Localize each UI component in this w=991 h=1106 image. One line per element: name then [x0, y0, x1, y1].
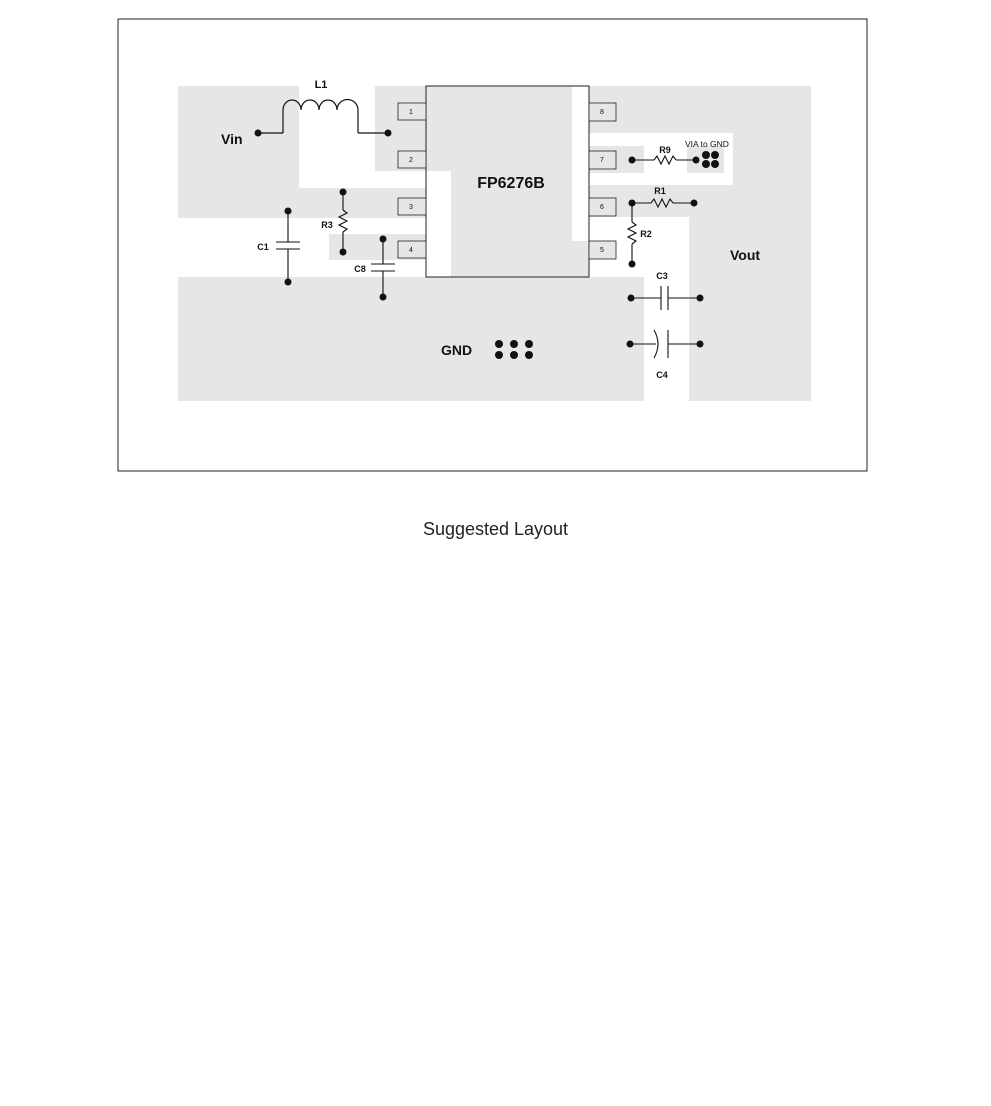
vin-label: Vin	[221, 131, 243, 147]
c3-terminal-left	[627, 294, 635, 302]
capacitor-c3	[631, 286, 700, 310]
pin-2	[397, 150, 427, 169]
ic-copper	[451, 86, 589, 277]
c8-terminal-top	[379, 235, 387, 243]
c4-terminal-right	[696, 340, 704, 348]
r1-label: R1	[654, 186, 666, 196]
pin-5	[588, 240, 617, 260]
pin-6-label: 6	[600, 204, 604, 211]
pcb-layout-diagram: FP6276B 1 2 3 4 8 7 6 5 Vin Vout GND VIA…	[117, 18, 868, 472]
vin-copper	[178, 86, 426, 218]
r9-label: R9	[659, 145, 671, 155]
pin-4-label: 4	[409, 247, 413, 254]
pin-4	[397, 240, 427, 259]
pin-7-label: 7	[600, 157, 604, 164]
c1-terminal-bottom	[284, 278, 292, 286]
c1-terminal-top	[284, 207, 292, 215]
figure-caption: Suggested Layout	[422, 519, 569, 539]
c8-label: C8	[354, 264, 366, 274]
gnd-copper	[178, 277, 644, 401]
r3-label: R3	[321, 220, 333, 230]
l1-terminal-left	[254, 129, 262, 137]
pin-5-label: 5	[600, 247, 604, 254]
pin-6	[588, 197, 617, 217]
pin-8-label: 8	[600, 109, 604, 116]
c3-label: C3	[656, 271, 668, 281]
gnd-vias	[495, 340, 533, 359]
ic-body	[425, 85, 590, 278]
capacitor-c8	[371, 239, 395, 297]
r3-terminal-top	[339, 188, 347, 196]
vout-label: Vout	[730, 247, 760, 263]
r9-terminal-right	[692, 156, 700, 164]
vout-copper	[689, 86, 811, 401]
l1-label: L1	[315, 79, 328, 91]
ic-pins: 1 2 3 4 8 7 6 5	[397, 102, 617, 260]
r2-terminal-bottom	[628, 260, 636, 268]
capacitor-c1	[276, 211, 300, 282]
sw-copper	[375, 86, 451, 171]
r9-terminal-left	[628, 156, 636, 164]
r2-label: R2	[640, 229, 652, 239]
c3-terminal-right	[696, 294, 704, 302]
c4-label: C4	[656, 370, 668, 380]
ic-label: FP6276B	[477, 175, 545, 192]
gnd-label: GND	[441, 342, 472, 358]
c4-terminal-left	[626, 340, 634, 348]
pin-3	[397, 197, 427, 216]
pin-3-label: 3	[409, 204, 413, 211]
r1-terminal-right	[690, 199, 698, 207]
pin-1-label: 1	[409, 109, 413, 116]
capacitor-c4	[630, 329, 700, 359]
l1-terminal-right	[384, 129, 392, 137]
pin-8	[588, 102, 617, 122]
inductor-l1	[258, 98, 388, 134]
pin-7	[588, 150, 617, 170]
pin-2-label: 2	[409, 157, 413, 164]
r3-terminal-bottom	[339, 248, 347, 256]
copper-pours	[178, 86, 811, 401]
pin-1	[397, 102, 427, 121]
c8-terminal-bottom	[379, 293, 387, 301]
c1-label: C1	[257, 242, 269, 252]
via-label: VIA to GND	[685, 139, 729, 149]
via-dots	[702, 151, 719, 168]
